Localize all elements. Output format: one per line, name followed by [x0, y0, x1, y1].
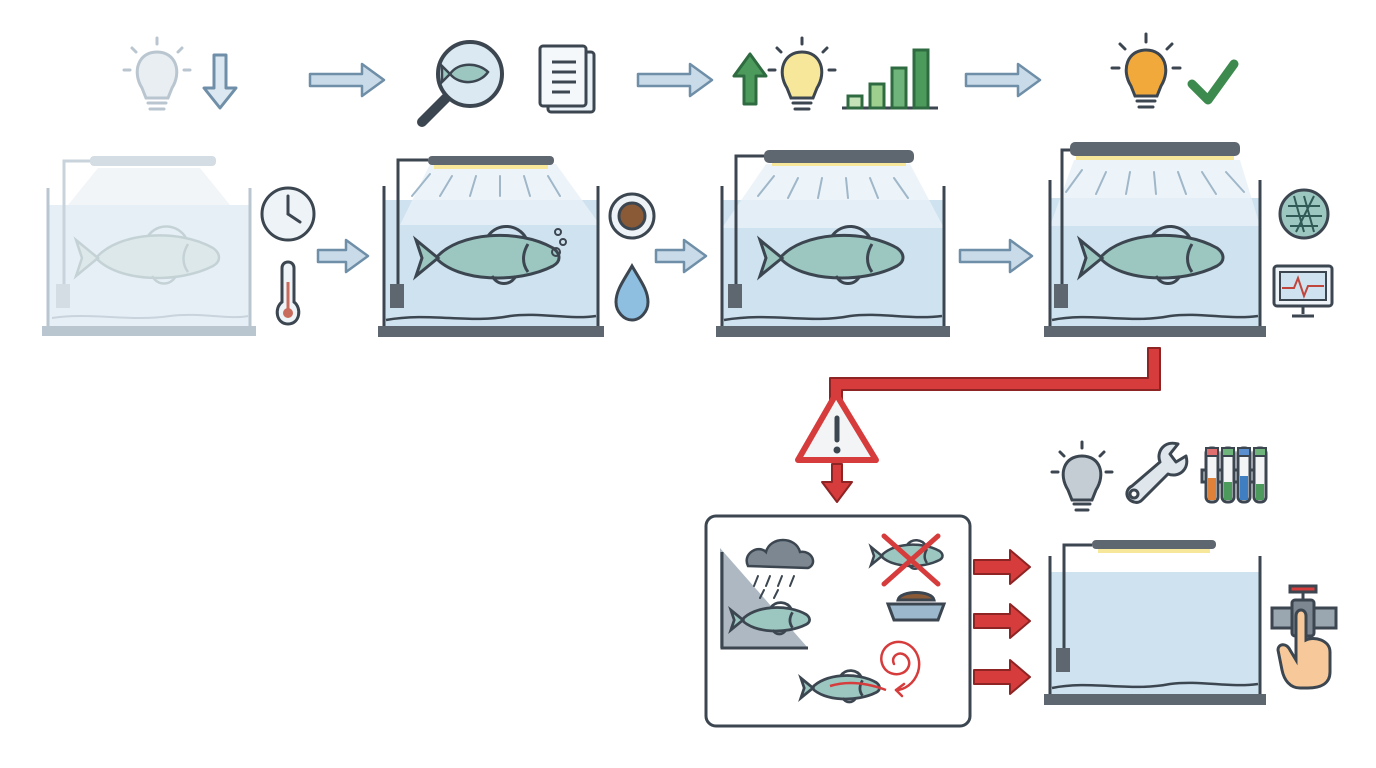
tank-5-empty: [1044, 540, 1266, 705]
faucet-hand-icon: [1270, 584, 1338, 690]
wrench-icon: [1125, 441, 1189, 504]
spiral-icon: [880, 640, 921, 698]
checkmark-icon: [1187, 59, 1239, 105]
crossed-fish-icon: [869, 533, 944, 587]
warning-icon: [795, 391, 879, 463]
tank-4-optimal: [1044, 142, 1266, 337]
bar-chart-icon: [842, 48, 938, 110]
lightbulb-icon: [767, 36, 837, 111]
top-arrow-1: [308, 62, 386, 98]
red-right-arrow-2: [973, 603, 1031, 639]
tank-1-faded: [42, 156, 256, 336]
tank-arrow-1: [316, 238, 370, 274]
fish-food-icon: [608, 192, 656, 240]
clock-icon: [260, 186, 316, 242]
red-right-arrow-3: [973, 659, 1031, 695]
tank-3-light-increased: [716, 150, 950, 337]
thermometer-icon: [275, 260, 301, 326]
test-tubes-icon: [1200, 446, 1268, 504]
red-right-arrow-1: [973, 549, 1031, 585]
net-filter-icon: [1278, 188, 1330, 240]
spiral-fish-icon: [799, 669, 887, 704]
magnifier-fish-icon: [417, 40, 504, 127]
lightbulb-icon: [1050, 440, 1114, 512]
water-drop-icon: [614, 262, 650, 322]
tank-2-fish-feeding: [378, 156, 604, 337]
bright-lightbulb-icon: [1110, 32, 1182, 109]
red-branch-connector: [829, 347, 1161, 401]
tank-arrow-3: [958, 238, 1034, 274]
top-arrow-3: [964, 62, 1042, 98]
down-arrow-icon: [202, 53, 238, 110]
monitor-icon: [1272, 264, 1334, 318]
food-bowl-icon: [885, 591, 947, 622]
top-arrow-2: [636, 62, 714, 98]
dim-lightbulb-icon: [122, 36, 192, 111]
notebook-icon: [538, 44, 596, 114]
red-down-arrow: [821, 463, 853, 503]
up-arrow-icon: [732, 52, 768, 106]
tank-arrow-2: [654, 238, 708, 274]
storm-cloud-icon: [720, 538, 815, 650]
